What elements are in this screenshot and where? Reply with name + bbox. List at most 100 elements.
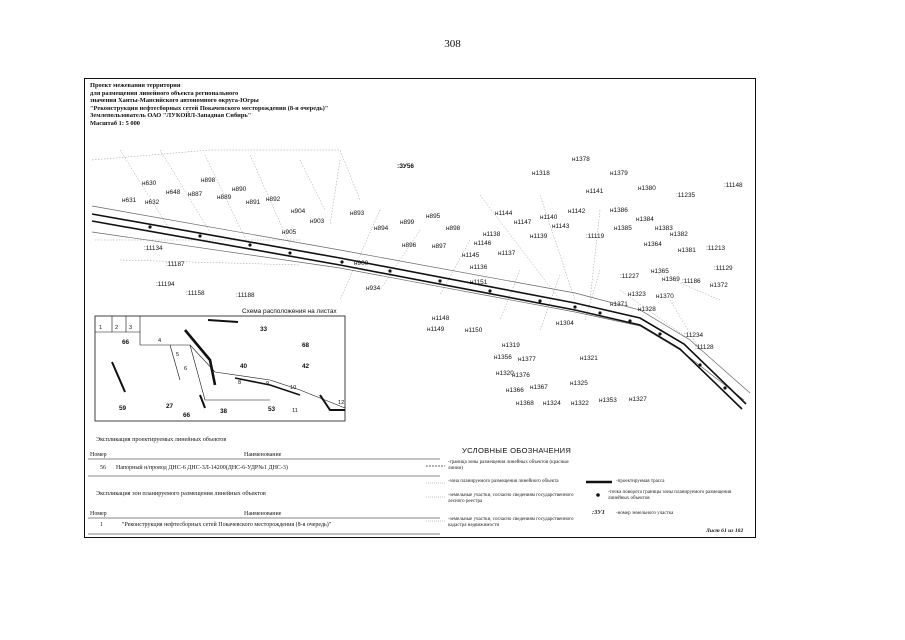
point-label: н1377	[518, 356, 536, 363]
parcel-hatching	[91, 149, 721, 351]
point-label: н1304	[556, 320, 574, 327]
point-label: н1141	[586, 188, 604, 195]
point-label: н632	[145, 199, 160, 206]
zones-col-name: Наименование	[244, 511, 282, 517]
inset-sheet: 8	[238, 380, 241, 386]
point-label: н934	[366, 285, 381, 292]
legend-item: -точка поворота границы зоны планируемог…	[608, 490, 732, 501]
point-label: н1139	[530, 233, 548, 240]
header-line: для размещения линейного объекта региона…	[90, 89, 239, 97]
zones-row-number: 1	[100, 522, 103, 528]
inset-title: Схема расположения на листах	[242, 308, 337, 315]
point-label: :11119	[586, 233, 605, 240]
point-label: н895	[426, 213, 441, 220]
point-label: н1149	[427, 326, 445, 333]
inset-sheet: 12	[338, 400, 344, 406]
point-label: н1137	[498, 250, 516, 257]
table-rules	[88, 458, 440, 535]
header-line: "Реконструкция нефтесборных сетей Покаче…	[90, 104, 329, 112]
point-label: :11234	[684, 332, 704, 339]
point-label: :11188	[236, 292, 255, 299]
sheet-label: Лист 61 из 102	[706, 528, 744, 534]
point-label: н1321	[580, 355, 598, 362]
inset-sheet: 66	[183, 412, 191, 419]
zones-row-name: "Реконструкция нефтесборных сетей Покаче…	[122, 522, 332, 528]
header-line: значения Ханты-Мансийского автономного о…	[90, 97, 259, 105]
zone-boundary	[91, 205, 751, 401]
header-line: Проект межевания территории	[90, 82, 181, 89]
point-label: н898	[201, 177, 216, 184]
point-label: н648	[166, 189, 181, 196]
legend-item: -проектируемая трасса	[616, 479, 665, 484]
inset-sheet: 42	[302, 363, 310, 370]
inset-sheet: 1	[99, 325, 102, 331]
point-label: н1384	[636, 216, 654, 223]
point-label: н1138	[483, 231, 501, 238]
point-label: н1324	[543, 400, 561, 407]
point-label: н1136	[470, 264, 488, 271]
point-label: н1327	[629, 396, 647, 403]
point-label: н1146	[474, 240, 492, 247]
point-label: н1151	[470, 279, 488, 286]
point-label: :11128	[695, 344, 714, 351]
inset-sheet: 68	[302, 342, 310, 349]
point-label: :11227	[620, 273, 640, 280]
objects-col-name: Наименование	[244, 452, 282, 458]
point-label: н892	[266, 196, 281, 203]
route-nodes	[148, 225, 727, 390]
point-label: н890	[232, 186, 247, 193]
point-label: н1382	[670, 231, 688, 238]
point-label: н1385	[614, 225, 632, 232]
point-label: н1366	[506, 387, 524, 394]
point-label: н903	[310, 218, 325, 225]
legend-title: УСЛОВНЫЕ ОБОЗНАЧЕНИЯ	[462, 446, 572, 455]
point-label: н1376	[512, 372, 530, 379]
objects-row-number: 56	[100, 465, 106, 471]
legend-item: -номер земельного участка	[616, 511, 674, 516]
point-label: н1318	[532, 170, 550, 177]
inset-sheet: 6	[184, 366, 187, 372]
point-label: н1142	[568, 208, 586, 215]
zones-table-title: Экспликация зон планируемого размещения …	[96, 490, 266, 497]
legend-item: -граница зоны размещения линейных объект…	[448, 460, 569, 471]
objects-col-number: Номер	[90, 452, 107, 458]
zone-label: :ЗУ56	[397, 163, 414, 170]
point-label: н898	[446, 225, 461, 232]
header-line: Землепользователь ОАО "ЛУКОЙЛ-Западная С…	[90, 112, 252, 120]
point-label: :11187	[166, 261, 185, 268]
point-label: н1140	[540, 214, 558, 221]
point-label: н893	[350, 210, 365, 217]
inset-sheet: 33	[260, 326, 268, 333]
point-label: н1325	[570, 380, 588, 387]
point-label: :11213	[706, 245, 726, 252]
point-label: н1372	[710, 282, 728, 289]
point-label: н1379	[610, 170, 628, 177]
zones-col-number: Номер	[90, 511, 107, 517]
point-label: н1369	[662, 276, 680, 283]
point-label: н1322	[571, 400, 589, 407]
point-label: н900	[354, 260, 369, 267]
legend-symbols	[426, 465, 612, 522]
point-label: н1371	[610, 301, 628, 308]
point-label: н904	[291, 208, 306, 215]
inset-sheet: 38	[220, 408, 228, 415]
point-label: н1386	[610, 207, 628, 214]
point-label: :11158	[186, 290, 205, 297]
header-line: Масштаб 1: 5 000	[90, 119, 140, 127]
point-label: н1144	[495, 210, 513, 217]
point-label: н630	[142, 180, 157, 187]
point-label: :11148	[724, 182, 743, 189]
objects-row-name: Напорный н/провод ДНС-6 ДНС-3Л-14200(ДНС…	[116, 465, 288, 471]
point-label: :11186	[682, 278, 701, 285]
point-label: н1147	[514, 219, 532, 226]
point-label: н1320	[496, 370, 514, 377]
point-label: н631	[122, 197, 137, 204]
inset-sheet: 7	[210, 368, 213, 374]
inset-sheet: 5	[176, 352, 179, 358]
point-label: н1367	[530, 384, 548, 391]
point-label: н1356	[494, 354, 512, 361]
point-label: н894	[374, 225, 389, 232]
inset-sheet: 40	[240, 363, 248, 370]
inset-sheet: 11	[292, 408, 298, 414]
